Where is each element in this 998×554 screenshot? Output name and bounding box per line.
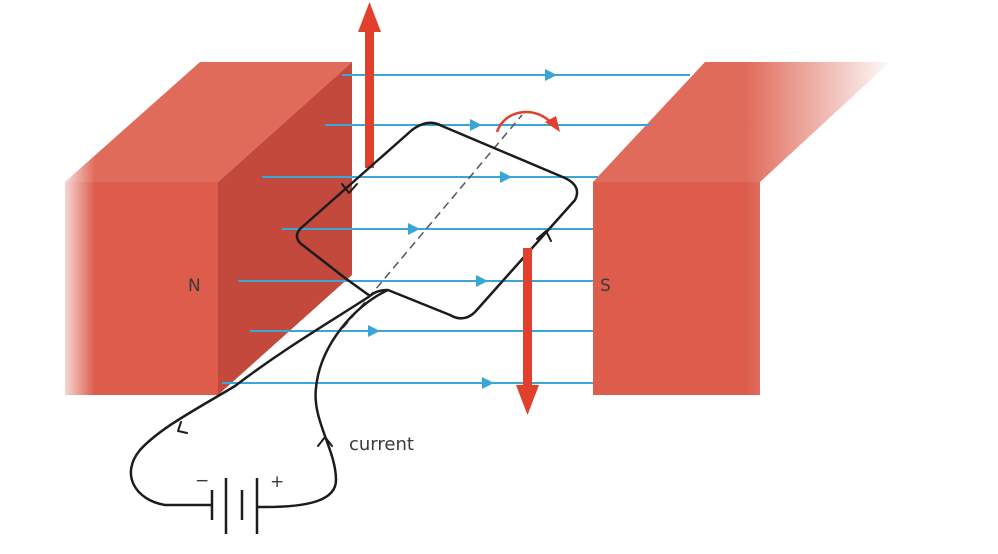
- current-chevron-icon: [341, 183, 358, 194]
- field-lines: [222, 74, 690, 384]
- current-chevron-icon: [177, 421, 188, 434]
- south-pole-label: S: [600, 276, 611, 296]
- current-direction-arrows: [177, 183, 552, 447]
- force-arrow-up-shaft: [365, 28, 374, 168]
- lead-wire-left: [129, 294, 371, 507]
- current-label: current: [349, 434, 414, 455]
- field-arrow-icon: [368, 325, 380, 337]
- force-arrow-up: [358, 2, 381, 168]
- rotation-arrow-head: [545, 116, 560, 132]
- coil: [129, 121, 579, 509]
- force-arrow-up-head: [358, 2, 381, 32]
- force-arrow-down: [516, 248, 539, 415]
- field-arrow-icon: [470, 119, 482, 131]
- battery-minus-label: −: [195, 471, 209, 491]
- north-pole-label: N: [188, 276, 201, 296]
- field-arrow-icon: [476, 275, 488, 287]
- field-arrowheads: [368, 69, 557, 389]
- north-magnet-top: [65, 62, 352, 182]
- force-arrow-down-shaft: [523, 248, 532, 388]
- battery: [210, 478, 265, 534]
- field-arrow-icon: [545, 69, 557, 81]
- south-magnet-fade: [745, 60, 895, 400]
- north-magnet-fade: [55, 60, 95, 400]
- lead-wire-right: [264, 288, 389, 509]
- field-arrow-icon: [482, 377, 494, 389]
- current-chevron-icon: [317, 436, 333, 447]
- field-arrow-icon: [500, 171, 512, 183]
- south-magnet: [593, 60, 895, 400]
- rotation-arrow: [495, 110, 560, 133]
- south-magnet-front: [593, 182, 760, 395]
- current-chevron-icon: [536, 230, 552, 242]
- field-arrow-icon: [408, 223, 420, 235]
- battery-plus-label: +: [270, 472, 284, 492]
- force-arrow-down-head: [516, 385, 539, 415]
